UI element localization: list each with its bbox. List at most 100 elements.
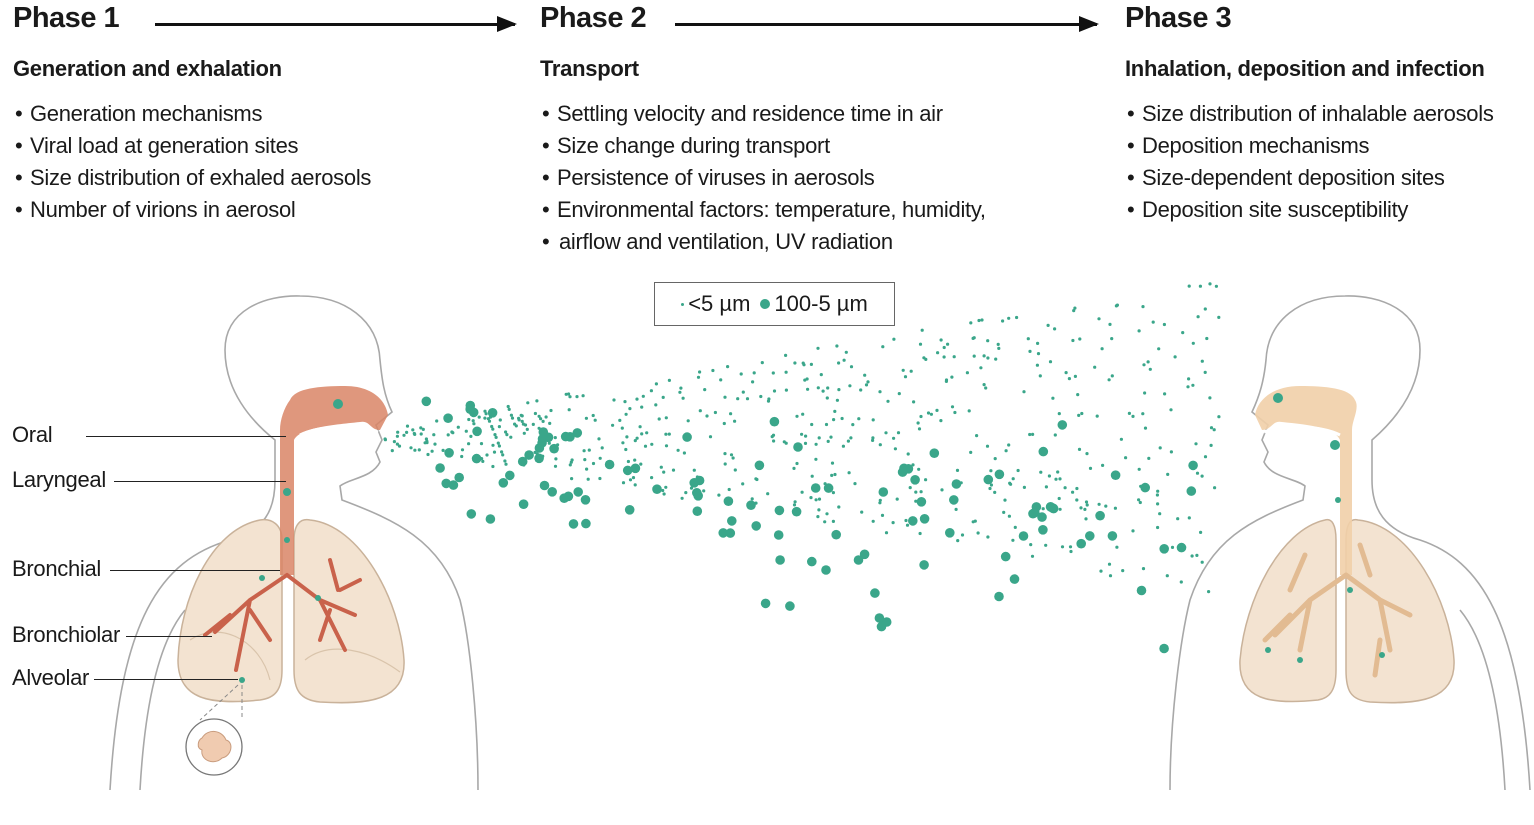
leader-line-oral: [86, 436, 286, 437]
small-aerosol-particle: [973, 355, 976, 358]
large-aerosol-particle: [539, 427, 549, 437]
small-aerosol-particle: [879, 443, 882, 446]
small-aerosol-particle: [1071, 339, 1074, 342]
large-aerosol-particle: [854, 555, 864, 565]
small-aerosol-particle: [772, 439, 775, 442]
small-aerosol-particle: [1196, 472, 1199, 475]
small-aerosol-particle: [503, 459, 506, 462]
small-aerosol-particle: [804, 435, 807, 438]
small-aerosol-particle: [405, 431, 408, 434]
small-aerosol-particle: [601, 446, 604, 449]
small-aerosol-particle: [568, 395, 571, 398]
small-aerosol-particle: [1217, 316, 1220, 319]
small-aerosol-particle: [1008, 482, 1011, 485]
small-aerosol-particle: [961, 533, 964, 536]
large-aerosol-particle: [774, 530, 784, 540]
large-aerosol-particle: [775, 506, 785, 516]
large-aerosol-particle: [547, 487, 557, 497]
small-aerosol-particle: [1108, 378, 1111, 381]
small-aerosol-particle: [714, 411, 717, 414]
small-aerosol-particle: [1085, 452, 1088, 455]
small-aerosol-particle: [783, 440, 786, 443]
small-aerosol-particle: [658, 417, 661, 420]
small-aerosol-particle: [693, 469, 696, 472]
small-aerosol-particle: [794, 500, 797, 503]
small-aerosol-particle: [801, 491, 804, 494]
small-aerosol-particle: [1199, 285, 1202, 288]
large-aerosol-particle: [994, 592, 1004, 602]
large-aerosol-particle: [682, 432, 692, 442]
small-aerosol-particle: [968, 409, 971, 412]
small-aerosol-particle: [1064, 486, 1067, 489]
small-aerosol-particle: [665, 444, 668, 447]
small-aerosol-particle: [816, 515, 819, 518]
small-aerosol-particle: [1159, 446, 1162, 449]
small-aerosol-particle: [872, 418, 875, 421]
small-aerosol-particle: [1187, 377, 1190, 380]
small-aerosol-particle: [767, 397, 770, 400]
small-aerosol-particle: [1065, 371, 1068, 374]
small-aerosol-particle: [697, 376, 700, 379]
large-aerosol-particle: [1095, 511, 1105, 521]
small-aerosol-particle: [761, 361, 764, 364]
small-aerosol-particle: [1156, 490, 1159, 493]
small-aerosol-particle: [703, 388, 706, 391]
small-aerosol-particle: [1022, 390, 1025, 393]
small-aerosol-particle: [984, 386, 987, 389]
small-aerosol-particle: [848, 384, 851, 387]
small-aerosol-particle: [1170, 450, 1173, 453]
small-aerosol-particle: [567, 392, 570, 395]
small-aerosol-particle: [837, 388, 840, 391]
large-aerosol-particle: [486, 514, 496, 524]
small-aerosol-particle: [1163, 392, 1166, 395]
small-aerosol-particle: [1111, 374, 1114, 377]
small-aerosol-particle: [1028, 350, 1031, 353]
small-aerosol-particle: [622, 481, 625, 484]
small-aerosol-particle: [422, 428, 425, 431]
small-aerosol-particle: [871, 436, 874, 439]
large-aerosol-particle: [1140, 483, 1150, 493]
small-aerosol-particle: [678, 391, 681, 394]
small-aerosol-particle: [621, 441, 624, 444]
small-aerosol-particle: [402, 434, 405, 437]
small-aerosol-particle: [499, 418, 502, 421]
small-aerosol-particle: [1152, 321, 1155, 324]
small-aerosol-particle: [625, 413, 628, 416]
small-aerosol-particle: [1114, 507, 1117, 510]
small-aerosol-particle: [742, 391, 745, 394]
small-aerosol-particle: [803, 379, 806, 382]
small-aerosol-particle: [815, 498, 818, 501]
small-aerosol-particle: [634, 439, 637, 442]
small-aerosol-particle: [498, 444, 501, 447]
small-aerosol-particle: [469, 435, 472, 438]
small-aerosol-particle: [1078, 337, 1081, 340]
small-aerosol-particle: [624, 448, 627, 451]
small-aerosol-particle: [1008, 515, 1011, 518]
small-aerosol-particle: [629, 478, 632, 481]
small-aerosol-particle: [485, 453, 488, 456]
small-aerosol-particle: [1204, 455, 1207, 458]
small-aerosol-particle: [409, 446, 412, 449]
large-aerosol-particle: [952, 479, 962, 489]
small-aerosol-particle: [986, 445, 989, 448]
large-aerosol-particle: [870, 588, 880, 598]
small-aerosol-particle: [1180, 580, 1183, 583]
small-aerosol-particle: [1217, 415, 1220, 418]
small-aerosol-particle: [1073, 307, 1076, 310]
large-aerosol-dot-icon: [760, 299, 770, 309]
small-aerosol-particle: [1054, 433, 1057, 436]
large-aerosol-particle: [1159, 544, 1169, 554]
size-legend: <5 µm 100-5 µm: [654, 282, 895, 326]
small-aerosol-particle: [830, 474, 833, 477]
small-aerosol-particle: [837, 361, 840, 364]
small-aerosol-particle: [956, 469, 959, 472]
small-aerosol-particle: [927, 411, 930, 414]
small-aerosol-particle: [650, 389, 653, 392]
small-aerosol-particle: [1192, 342, 1195, 345]
large-aerosol-particle: [535, 443, 545, 453]
small-aerosol-particle: [753, 371, 756, 374]
small-aerosol-particle: [1007, 443, 1010, 446]
large-aerosol-particle: [949, 495, 959, 505]
large-aerosol-particle: [1037, 512, 1047, 522]
small-aerosol-particle: [810, 423, 813, 426]
